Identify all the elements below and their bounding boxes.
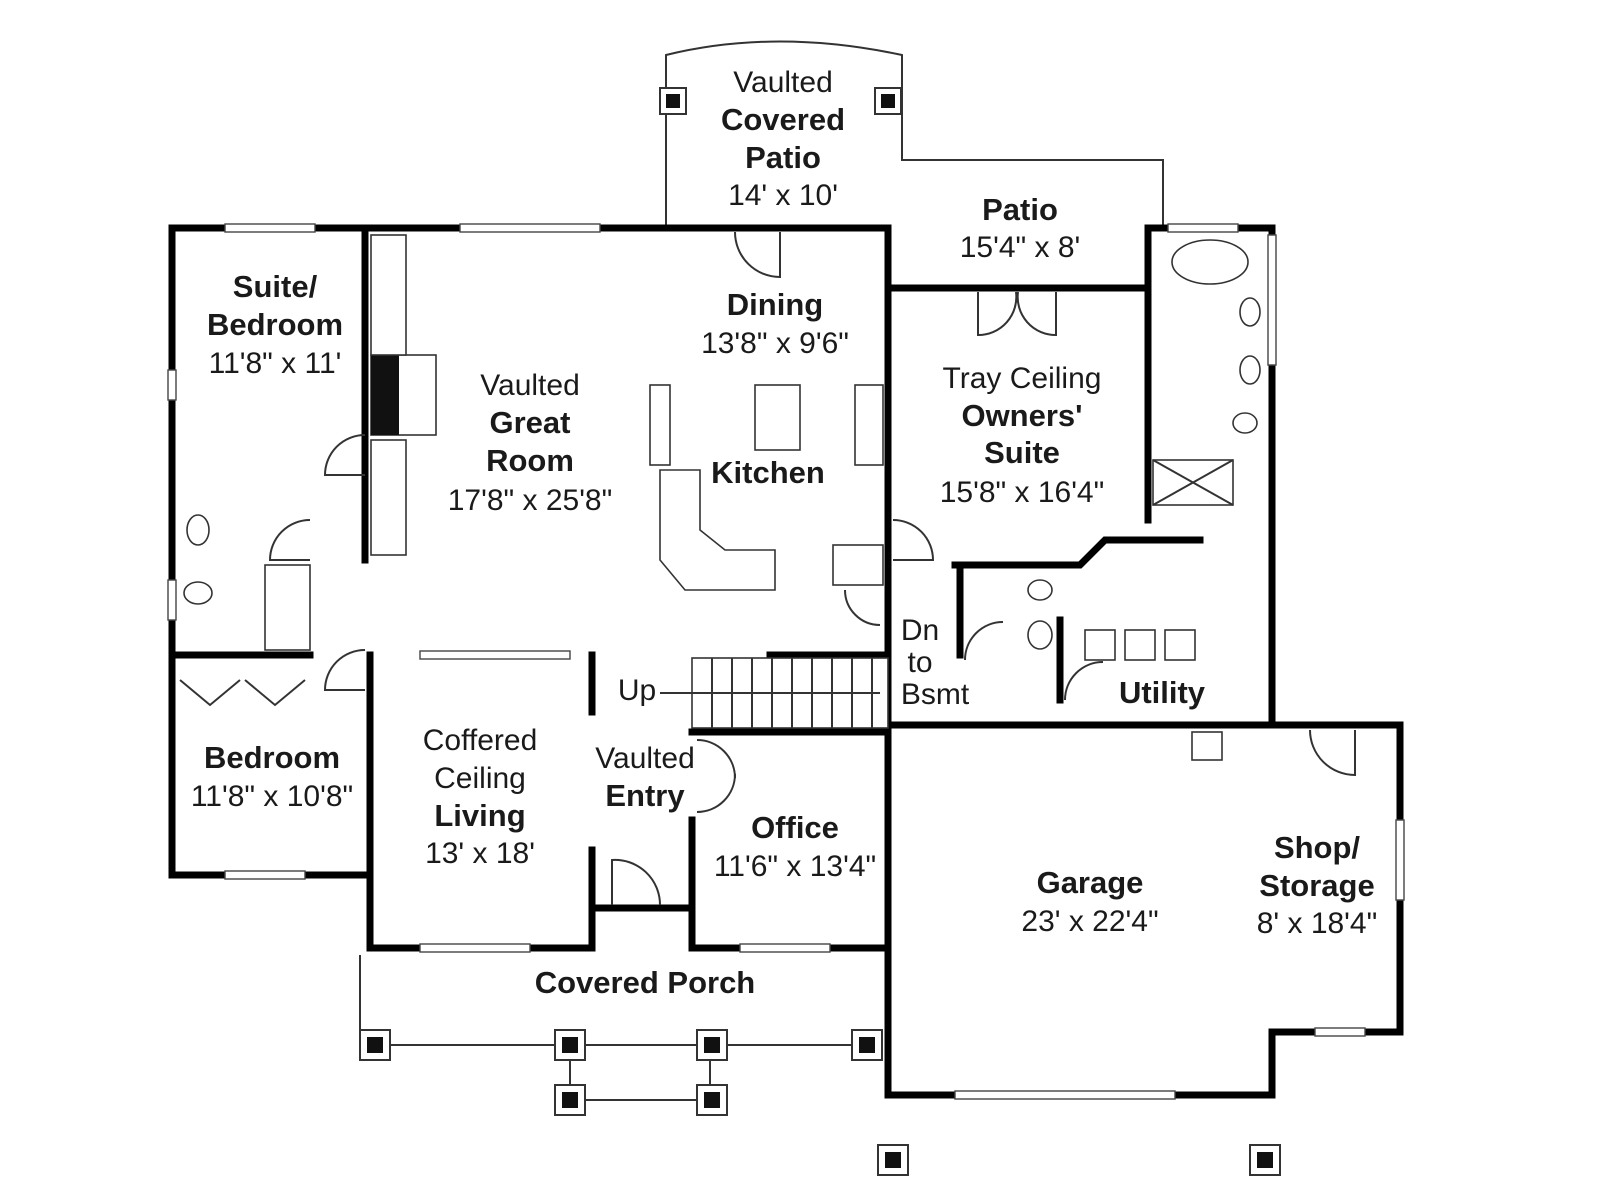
- windows: [167, 223, 1405, 1100]
- post-garage-2: [1249, 1144, 1281, 1176]
- post-patio-right: [874, 87, 902, 115]
- fixtures: [183, 234, 1261, 761]
- great-room-dims: 17'8" x 25'8": [448, 484, 613, 517]
- stairs-up-label: Up: [618, 674, 656, 707]
- post-patio-left: [659, 87, 687, 115]
- walls: [168, 224, 1404, 1099]
- suite-bedroom-label-1: Suite/: [233, 269, 318, 304]
- office-dims: 11'6" x 13'4": [714, 850, 876, 883]
- great-room-label-3: Room: [486, 443, 574, 478]
- office-label: Office: [751, 810, 839, 845]
- owners-suite-label-1: Tray Ceiling: [943, 362, 1102, 395]
- living-label-1: Coffered: [423, 724, 538, 757]
- porch-label: Covered Porch: [535, 965, 756, 1000]
- covered-patio-label-1: Vaulted: [733, 66, 833, 99]
- suite-bedroom-dims: 11'8" x 11': [209, 347, 342, 380]
- stairs: [660, 657, 889, 729]
- dining-dims: 13'8" x 9'6": [701, 327, 849, 360]
- posts: [359, 87, 1281, 1176]
- shop-dims: 8' x 18'4": [1257, 907, 1378, 940]
- bedroom-dims: 11'8" x 10'8": [191, 780, 353, 813]
- shop-label-2: Storage: [1259, 868, 1374, 903]
- garage-dims: 23' x 22'4": [1021, 905, 1158, 938]
- living-dims: 13' x 18': [425, 837, 535, 870]
- owners-suite-label-3: Suite: [984, 435, 1060, 470]
- post-porch-1: [359, 1029, 391, 1061]
- living-label-2: Ceiling: [434, 762, 526, 795]
- patio-label: Patio: [982, 192, 1058, 227]
- dining-label: Dining: [727, 287, 823, 322]
- covered-patio-dims: 14' x 10': [728, 179, 838, 212]
- stairs-dn-label-2: to: [907, 646, 932, 679]
- covered-patio-label-2: Covered: [721, 102, 845, 137]
- suite-bedroom-label-2: Bedroom: [207, 307, 343, 342]
- great-room-label-1: Vaulted: [480, 369, 580, 402]
- post-porch-6: [696, 1084, 728, 1116]
- kitchen-label: Kitchen: [711, 455, 825, 490]
- post-porch-4: [851, 1029, 883, 1061]
- living-label-3: Living: [434, 798, 525, 833]
- garage-label: Garage: [1037, 865, 1144, 900]
- entry-label-1: Vaulted: [595, 742, 695, 775]
- doors: [179, 231, 1356, 906]
- owners-suite-label-2: Owners': [961, 398, 1082, 433]
- shop-label-1: Shop/: [1274, 830, 1360, 865]
- patio-dims: 15'4" x 8': [960, 231, 1081, 264]
- post-porch-2: [554, 1029, 586, 1061]
- post-garage-1: [877, 1144, 909, 1176]
- owners-suite-dims: 15'8" x 16'4": [940, 476, 1105, 509]
- stairs-dn-label-1: Dn: [901, 614, 939, 647]
- covered-patio-label-3: Patio: [745, 140, 821, 175]
- stairs-dn-label-3: Bsmt: [901, 678, 970, 711]
- entry-label-2: Entry: [605, 778, 685, 813]
- bedroom-label: Bedroom: [204, 740, 340, 775]
- post-porch-5: [554, 1084, 586, 1116]
- great-room-label-2: Great: [490, 405, 571, 440]
- room-labels: Vaulted Covered Patio 14' x 10' Patio 15…: [191, 66, 1377, 1000]
- utility-label: Utility: [1119, 675, 1206, 710]
- covered-patio-outline: [665, 40, 1164, 226]
- post-porch-3: [696, 1029, 728, 1061]
